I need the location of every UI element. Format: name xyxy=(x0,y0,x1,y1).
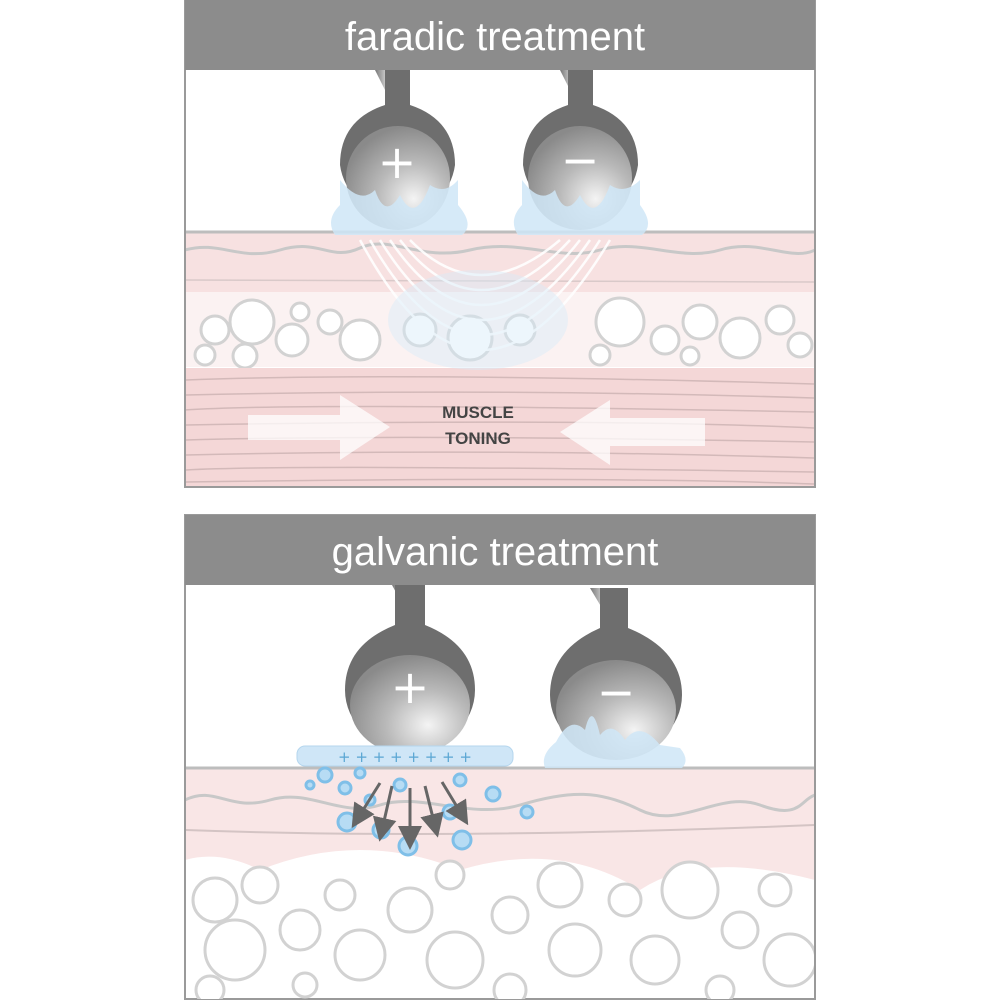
galvanic-header xyxy=(185,515,815,585)
muscle-toning-label-2: TONING xyxy=(445,429,511,448)
ion-bar xyxy=(296,745,514,767)
positive-electrode: + xyxy=(345,585,475,755)
arrow-left-icon xyxy=(560,400,705,465)
gel-pad xyxy=(331,180,468,235)
skin-layer xyxy=(186,232,814,302)
muscle-toning-label-1: MUSCLE xyxy=(442,403,514,422)
skin-layer xyxy=(186,768,814,890)
fat-cells xyxy=(191,859,814,999)
galvanic-panel: + + + + + + + + + − galvanic treatment xyxy=(184,514,816,1000)
minus-sign: − xyxy=(597,665,636,719)
muscle-fibers xyxy=(186,376,814,485)
faradic-panel: MUSCLE TONING + − faradic treatment xyxy=(184,0,816,488)
fat-cells xyxy=(193,296,814,370)
minus-sign: − xyxy=(561,133,600,187)
gel-pad xyxy=(543,716,686,768)
gel-pad xyxy=(513,180,649,235)
faradic-header xyxy=(185,0,815,70)
plus-sign: + xyxy=(378,135,417,189)
arrow-right-icon xyxy=(248,395,390,460)
plus-sign: + xyxy=(391,660,430,714)
current-arcs xyxy=(358,239,612,352)
faradic-title: faradic treatment xyxy=(345,15,645,59)
ion-charges: + + + + + + + + xyxy=(338,748,472,766)
galvanic-title: galvanic treatment xyxy=(332,530,659,574)
ion-arrows xyxy=(351,781,469,850)
